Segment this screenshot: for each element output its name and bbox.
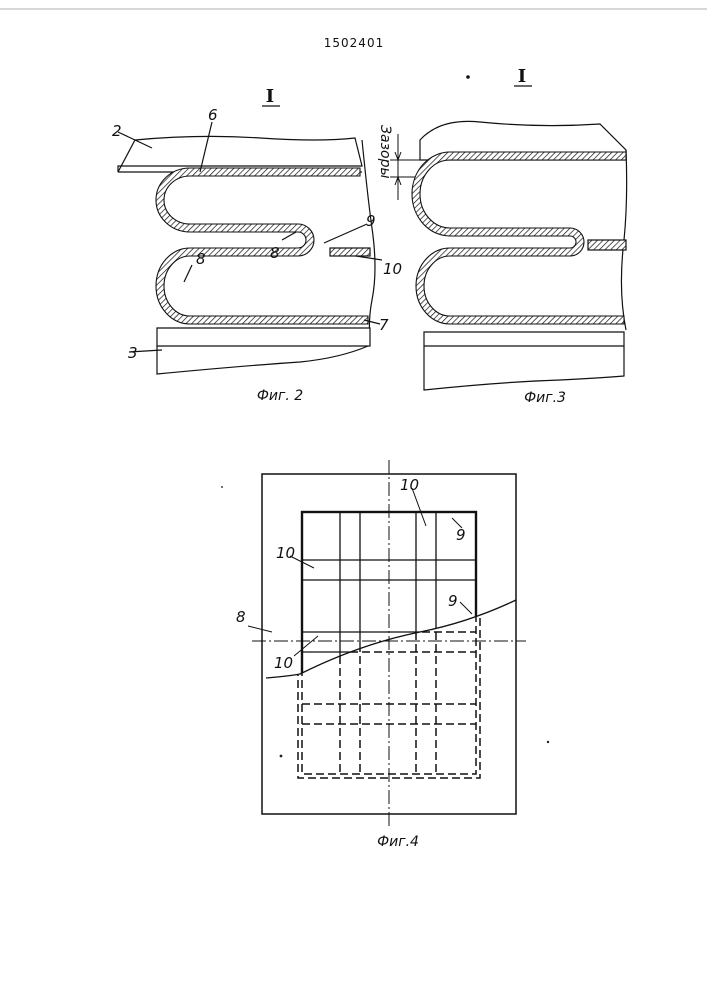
label-6: 6	[208, 106, 218, 124]
patent-number: 1502401	[324, 36, 384, 50]
figure-4	[252, 460, 526, 826]
section-mark-fig3: I	[514, 66, 532, 87]
label-10: 10	[383, 260, 402, 278]
bottom-plate-fig3	[424, 332, 624, 346]
label-3: 3	[128, 344, 138, 362]
label-10-bottom: 10	[274, 654, 293, 672]
figure-3	[412, 121, 627, 390]
fig3-caption: Фиг.3	[524, 390, 566, 406]
corrugated-membrane	[156, 168, 368, 324]
label-9: 9	[366, 212, 376, 230]
svg-text:I: I	[266, 86, 274, 107]
label-2: 2	[112, 122, 122, 140]
label-9-top: 9	[456, 526, 466, 544]
label-10-top: 10	[400, 476, 419, 494]
bottom-plate	[157, 328, 370, 346]
spacer-10	[330, 248, 370, 256]
label-8-upper: 8	[270, 244, 280, 262]
spacer-fig3	[588, 240, 626, 250]
label-8: 8	[236, 608, 246, 626]
label-7: 7	[379, 316, 389, 334]
fig4-caption: Фиг.4	[377, 834, 419, 850]
gap-label: Зазоры	[377, 125, 393, 179]
corrugated-membrane-fig3	[412, 152, 626, 324]
fig2-caption: Фиг. 2	[257, 388, 303, 404]
label-10-left: 10	[276, 544, 295, 562]
label-8-lower: 8	[196, 250, 206, 268]
break-line-fig4	[266, 600, 516, 678]
label-9-right: 9	[448, 592, 458, 610]
section-mark-fig2: I	[262, 86, 280, 107]
top-plate	[118, 136, 362, 172]
svg-text:I: I	[518, 66, 526, 87]
figure-2	[118, 122, 382, 374]
break-line-right	[362, 140, 375, 345]
